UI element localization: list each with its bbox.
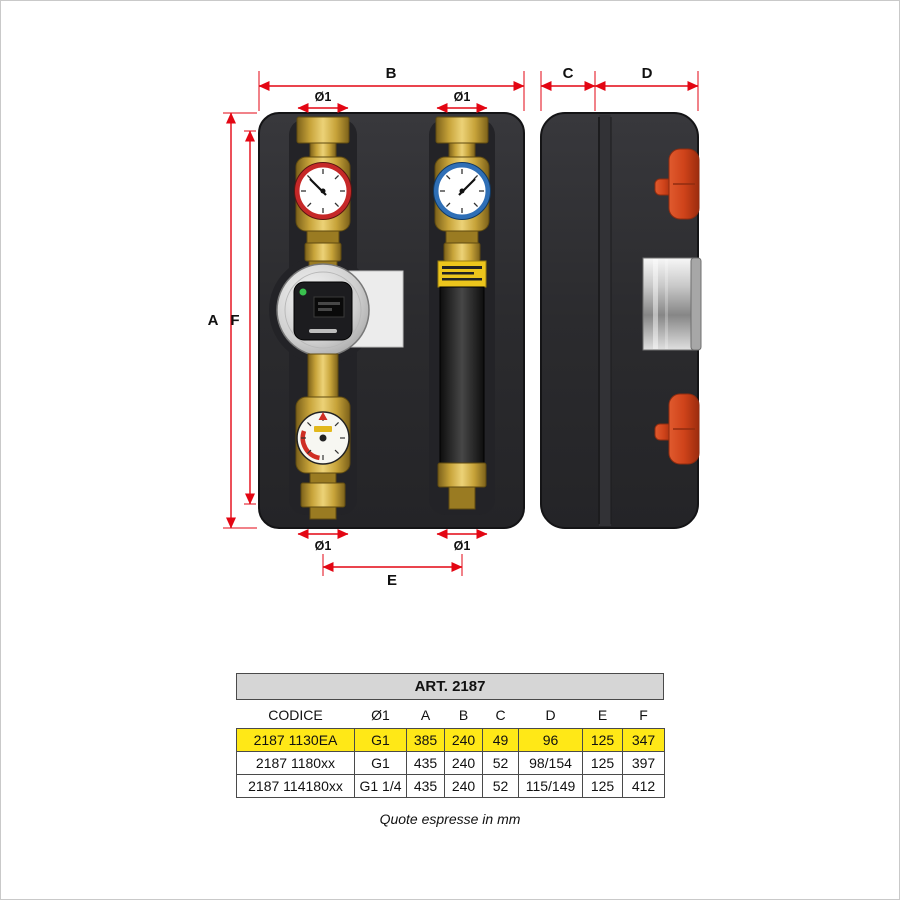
table-cell: 435: [406, 774, 445, 798]
dimension-dia-bottom-left: Ø1: [297, 529, 349, 553]
dimension-e-label: E: [387, 572, 397, 589]
dimension-c: C: [540, 65, 596, 111]
table-cell: 2187 114180xx: [236, 774, 355, 798]
dimension-dia-top-left: Ø1: [297, 90, 349, 113]
pump-led: [299, 288, 307, 296]
table-cell: 125: [582, 728, 623, 752]
table-cell: 240: [444, 774, 483, 798]
valve-handle-top: [654, 148, 700, 220]
table-cell: 240: [444, 728, 483, 752]
table-cell: G1: [354, 751, 407, 775]
table-cell: 347: [622, 728, 665, 752]
column-header: CODICE: [268, 707, 323, 723]
black-pipe: [439, 286, 485, 464]
table-cell: 115/149: [518, 774, 583, 798]
dimension-dia-top-right: Ø1: [436, 90, 488, 113]
table-row: 2187 114180xx G1 1/4 435 240 52 115/149 …: [236, 774, 665, 798]
dimension-d: D: [594, 65, 699, 111]
spec-table-section: ART. 2187 CODICE Ø1 A B C D E F 2187 113…: [236, 673, 665, 827]
table-cell: 412: [622, 774, 665, 798]
dia-bottom-right-label: Ø1: [454, 539, 471, 553]
table-cell: 96: [518, 728, 583, 752]
table-cell: 49: [482, 728, 519, 752]
mixing-valve: [295, 396, 351, 520]
return-valve-top-right: [433, 116, 491, 262]
table-cell: 52: [482, 774, 519, 798]
front-view: [258, 112, 525, 529]
circulation-pump: [276, 260, 404, 399]
table-cell: 2187 1180xx: [236, 751, 355, 775]
table-row: 2187 1180xx G1 435 240 52 98/154 125 397: [236, 751, 665, 775]
dimension-b-label: B: [386, 65, 397, 82]
dimension-b: B: [258, 65, 525, 111]
dimension-a: A: [208, 112, 257, 529]
table-cell: 397: [622, 751, 665, 775]
thermometer-gauge-red: [294, 162, 352, 220]
side-view: [540, 112, 702, 529]
table-row-highlighted: 2187 1130EA G1 385 240 49 96 125 347: [236, 728, 665, 752]
column-header: F: [639, 707, 648, 723]
dimension-d-label: D: [642, 65, 653, 82]
table-cell: 385: [406, 728, 445, 752]
dia-top-right-label: Ø1: [454, 90, 471, 104]
table-cell: G1 1/4: [354, 774, 407, 798]
dimension-dia-bottom-right: Ø1: [436, 529, 488, 553]
column-header: Ø1: [371, 707, 390, 723]
table-cell: 2187 1130EA: [236, 728, 355, 752]
table-cell: 125: [582, 774, 623, 798]
pump-display: [313, 296, 345, 318]
dimension-e: E: [322, 554, 463, 589]
table-title: ART. 2187: [236, 673, 664, 700]
column-header-row: CODICE Ø1 A B C D E F: [237, 700, 665, 729]
column-header: E: [597, 707, 608, 723]
valve-handle-bottom: [654, 393, 700, 465]
dimension-c-label: C: [563, 65, 574, 82]
table-cell: 125: [582, 751, 623, 775]
table-cell: 52: [482, 751, 519, 775]
dimension-f-label: F: [230, 312, 239, 329]
column-header: D: [545, 707, 556, 723]
technical-drawing: B C D A F Ø1 Ø1 Ø1 Ø1: [208, 65, 702, 589]
dia-bottom-left-label: Ø1: [315, 539, 332, 553]
dimension-f: F: [230, 130, 256, 505]
thermometer-gauge-blue: [433, 162, 491, 220]
mixing-valve-dial: [296, 411, 350, 465]
table-cell: G1: [354, 728, 407, 752]
bypass-pipe: [437, 260, 487, 510]
spec-table: CODICE Ø1 A B C D E F 2187 1130EA G1 385…: [236, 700, 665, 798]
column-header: A: [420, 707, 431, 723]
table-cell: 98/154: [518, 751, 583, 775]
dia-top-left-label: Ø1: [315, 90, 332, 104]
pump-logo: [309, 329, 337, 333]
table-cell: 435: [406, 751, 445, 775]
chrome-connector: [642, 257, 702, 351]
column-header: B: [458, 707, 469, 723]
units-note: Quote espresse in mm: [379, 811, 521, 827]
table-cell: 240: [444, 751, 483, 775]
dimension-a-label: A: [208, 312, 219, 329]
column-header: C: [495, 707, 506, 723]
